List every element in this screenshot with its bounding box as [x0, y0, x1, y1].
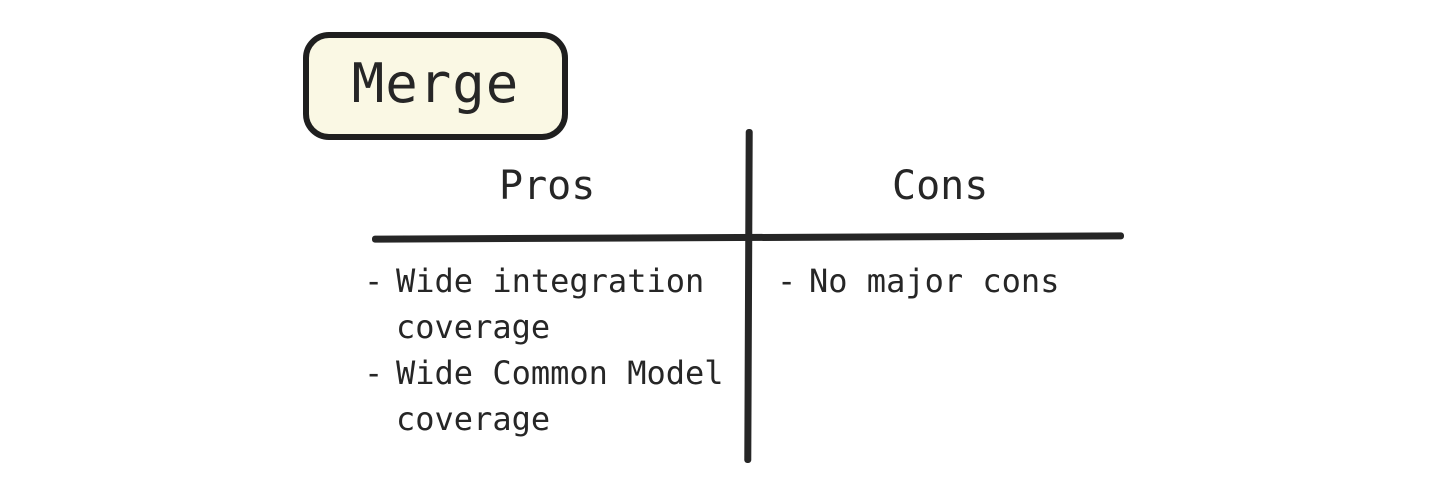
cons-list: - No major cons — [777, 258, 1117, 304]
cons-column-header: Cons — [892, 163, 989, 209]
list-bullet: - — [364, 354, 384, 392]
merge-title-label: Merge — [351, 52, 520, 115]
merge-title-badge: Merge — [303, 32, 568, 140]
list-bullet: - — [777, 262, 797, 300]
list-item-text: Wide Common Model coverage — [396, 354, 724, 438]
pros-column-header: Pros — [499, 163, 596, 209]
list-bullet: - — [364, 262, 384, 300]
list-item: - No major cons — [777, 258, 1117, 304]
list-item-text: Wide integration coverage — [396, 262, 705, 346]
pros-list: - Wide integration coverage - Wide Commo… — [364, 258, 736, 442]
table-column-divider — [744, 128, 753, 464]
list-item: - Wide Common Model coverage — [364, 350, 736, 442]
list-item-text: No major cons — [809, 262, 1060, 300]
list-item: - Wide integration coverage — [364, 258, 736, 350]
